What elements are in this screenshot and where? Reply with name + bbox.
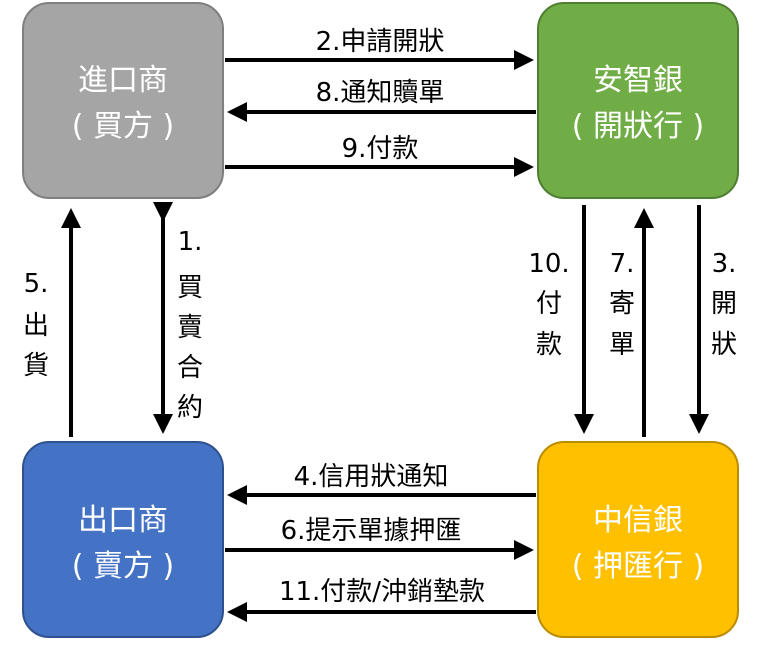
label-send-docs-0: 7. [610,249,635,279]
label-pay-writeoff: 11.付款/沖銷墊款 [279,577,485,607]
node-issuing-bank-role: ( 開狀行 ) [572,109,704,144]
label-lc-notice: 4.信用狀通知 [294,462,449,492]
label-apply-lc: 2.申請開狀 [316,27,445,57]
label-issue-lc-0: 3. [712,249,737,279]
label-issue-lc-2: 狀 [711,330,737,360]
label-contract-1: 買 [177,273,203,303]
label-contract-0: 1. [178,227,203,257]
label-send-docs-2: 單 [609,330,635,360]
label-notify-redeem: 8.通知贖單 [316,78,445,108]
label-ship-0: 5. [24,269,49,299]
label-pay-bank-1: 付 [536,289,562,319]
label-contract-2: 賣 [177,313,203,343]
node-negotiating-bank: 中信銀 ( 押匯行 ) [537,441,739,638]
label-ship-2: 貨 [23,351,49,381]
label-contract-4: 約 [177,393,203,423]
label-issue-lc-1: 開 [711,289,737,319]
node-negotiating-bank-box [537,441,739,638]
label-send-docs-1: 寄 [609,289,635,319]
label-ship-1: 出 [23,311,49,341]
node-issuing-bank: 安智銀 ( 開狀行 ) [537,2,739,199]
node-importer-box [22,2,224,199]
node-exporter: 出口商 ( 賣方 ) [22,441,224,638]
node-importer: 進口商 ( 買方 ) [22,2,224,199]
label-pay-bank-2: 款 [536,330,562,360]
label-pay-bank-0: 10. [528,249,569,279]
node-issuing-bank-box [537,2,739,199]
node-exporter-role: ( 賣方 ) [72,549,174,584]
node-importer-name: 進口商 [78,63,168,98]
node-issuing-bank-name: 安智銀 [593,63,683,98]
node-negotiating-bank-name: 中信銀 [593,503,683,538]
label-contract-3: 合 [177,353,203,383]
label-pay: 9.付款 [342,134,419,164]
node-importer-role: ( 買方 ) [72,109,174,144]
node-exporter-box [22,441,224,638]
node-negotiating-bank-role: ( 押匯行 ) [572,549,704,584]
label-present-docs: 6.提示單據押匯 [281,516,462,546]
node-exporter-name: 出口商 [78,503,168,538]
